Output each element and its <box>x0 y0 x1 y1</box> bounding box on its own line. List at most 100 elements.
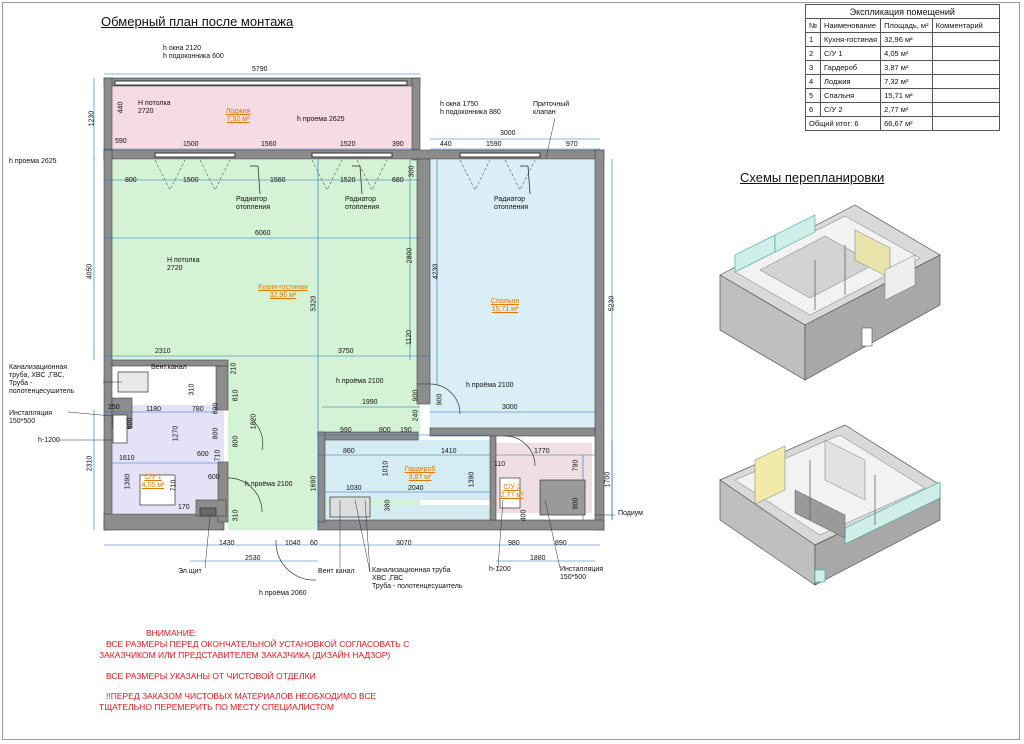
dim-label: 4050 <box>86 263 94 280</box>
dim-label: 1990 <box>362 399 378 406</box>
dim-label: 170 <box>178 504 190 511</box>
warning-line: ВСЕ РАЗМЕРЫ ПЕРЕД ОКОНЧАТЕЛЬНОЙ УСТАНОВК… <box>106 639 410 649</box>
loggia-area <box>112 86 412 150</box>
dim-label: 710 <box>170 479 178 492</box>
total-value: 66,67 м² <box>880 116 933 131</box>
dim-label: 1690 <box>310 475 318 492</box>
dim-label: 1430 <box>219 540 235 547</box>
dim-label: 3000 <box>500 130 516 137</box>
label-radiator-1: Радиатор отопления <box>236 196 271 211</box>
label-vent-2: Вент канал <box>318 568 355 575</box>
label-radiator-2: Радиатор отопления <box>345 196 380 211</box>
room-label-su1: С/У 1 4,05 м² <box>141 474 165 489</box>
dim-label: 440 <box>117 101 125 114</box>
label-supply-valve: Приточный клапан <box>533 101 570 116</box>
label-opening-2060: h проёма 2060 <box>259 590 307 597</box>
fixtures <box>112 371 586 518</box>
label-opening-2625-b: h проема 2625 <box>9 158 57 165</box>
dim-label: 300 <box>408 165 416 178</box>
dim-label: 1040 <box>285 540 301 547</box>
kitchen-area <box>112 160 417 360</box>
label-opening-2100-b: h проёма 2100 <box>466 382 514 389</box>
dim-label: 1500 <box>183 177 199 184</box>
dim-label: 1880 <box>530 555 546 562</box>
warning-line: ТЩАТЕЛЬНО ПЕРЕМЕРИТЬ ПО МЕСТУ СПЕЦИАЛИСТ… <box>99 702 334 712</box>
warning-title: ВНИМАНИЕ: <box>146 628 197 638</box>
row-number: 1 <box>804 32 822 47</box>
dim-label: 3070 <box>396 540 412 547</box>
dim-label: 380 <box>384 499 392 512</box>
warning-line: ВСЕ РАЗМЕРЫ УКАЗАНЫ ОТ ЧИСТОВОЙ ОТДЕЛКИ <box>106 671 316 681</box>
iso-scheme-1 <box>719 204 941 381</box>
dim-label: 1030 <box>346 485 362 492</box>
dim-label: 5790 <box>252 66 268 73</box>
dim-label: 1270 <box>172 425 180 442</box>
label-h1200-left: h-1200 <box>38 437 60 444</box>
table-row: 2 С/У 1 4,05 м² <box>804 46 1000 61</box>
dim-label: 790 <box>572 459 580 472</box>
bedroom-area <box>430 160 595 430</box>
wardrobe-area <box>325 440 490 500</box>
door-swings <box>154 159 536 191</box>
dim-label: 1180 <box>146 406 162 413</box>
dim-label: 890 <box>555 540 567 547</box>
dim-label: 800 <box>212 427 220 440</box>
room-label-loggia: Лоджия 7,32 м² <box>225 108 251 123</box>
dim-label: 900 <box>412 389 420 402</box>
row-number: 5 <box>804 88 822 103</box>
plan-title: Обмерный план после монтажа <box>101 14 294 29</box>
dim-label: 810 <box>232 389 240 402</box>
dim-label: 1230 <box>88 110 96 127</box>
dim-label: 2530 <box>245 555 261 562</box>
walls <box>103 77 605 531</box>
dim-label: 900 <box>436 393 444 406</box>
leader-lines <box>58 117 615 573</box>
dim-label: 310 <box>232 509 240 522</box>
dim-label: 980 <box>508 540 520 547</box>
dim-label: 600 <box>197 451 209 458</box>
table-row: 4 Лоджия 7,32 м² <box>804 74 1000 89</box>
dim-label: 1410 <box>441 448 457 455</box>
dim-label: 1010 <box>382 460 390 477</box>
room-area: 2,77 м² <box>880 102 933 117</box>
room-label-wardrobe: Гардероб 3,87 м² <box>404 466 436 481</box>
dim-label: 1560 <box>261 141 277 148</box>
dim-label: 240 <box>412 409 420 422</box>
dim-label: 3750 <box>338 348 354 355</box>
dim-label: 2310 <box>155 348 171 355</box>
dim-label: 1120 <box>406 329 414 346</box>
dim-label: 710 <box>214 449 222 462</box>
col-header: № <box>804 18 822 33</box>
dim-label: 210 <box>230 362 238 375</box>
table-row: 1 Кухня-гостиная 32,96 м² <box>804 32 1000 47</box>
dim-label: 190 <box>400 427 412 434</box>
dim-label: 2040 <box>408 485 424 492</box>
dim-label: 590 <box>115 138 127 145</box>
label-ceiling-height-2: Н потолка 2720 <box>167 257 200 272</box>
dim-label: 1500 <box>183 141 199 148</box>
room-label-bedroom: Спальня 15,71 м² <box>490 298 520 313</box>
label-podium: Подиум <box>618 510 643 517</box>
room-area: 4,05 м² <box>880 46 933 61</box>
label-window-height-2: h окна 1750 h подоконника 880 <box>440 101 501 116</box>
dim-label: 1520 <box>340 141 356 148</box>
dim-label: 600 <box>208 474 220 481</box>
dim-label: 900 <box>572 497 580 510</box>
dim-label: 990 <box>340 427 352 434</box>
table-total-row: Общий итог: 6 66,67 м² <box>804 116 1000 131</box>
label-sewer-pipe-bottom: Канализационная труба ХВС ,ГВС Труба - п… <box>372 567 463 590</box>
dim-label: 1390 <box>124 473 132 490</box>
dim-label: 4230 <box>432 263 440 280</box>
dim-label: 600 <box>126 417 134 430</box>
label-h1200-bottom: h-1200 <box>489 566 511 573</box>
dim-label: 1390 <box>468 471 476 488</box>
label-ceiling-height-1: Н потолка 2720 <box>138 100 171 115</box>
label-radiator-3: Радиатор отопления <box>494 196 529 211</box>
dim-label: 250 <box>108 404 120 411</box>
dim-label: 3000 <box>502 404 518 411</box>
dim-label: 1820 <box>250 413 258 430</box>
warning-line: ЗАКАЗЧИКОМ ИЛИ ПРЕДСТАВИТЕЛЕМ ЗАКАЗЧИКА … <box>99 650 391 660</box>
dim-label: 1770 <box>534 448 550 455</box>
